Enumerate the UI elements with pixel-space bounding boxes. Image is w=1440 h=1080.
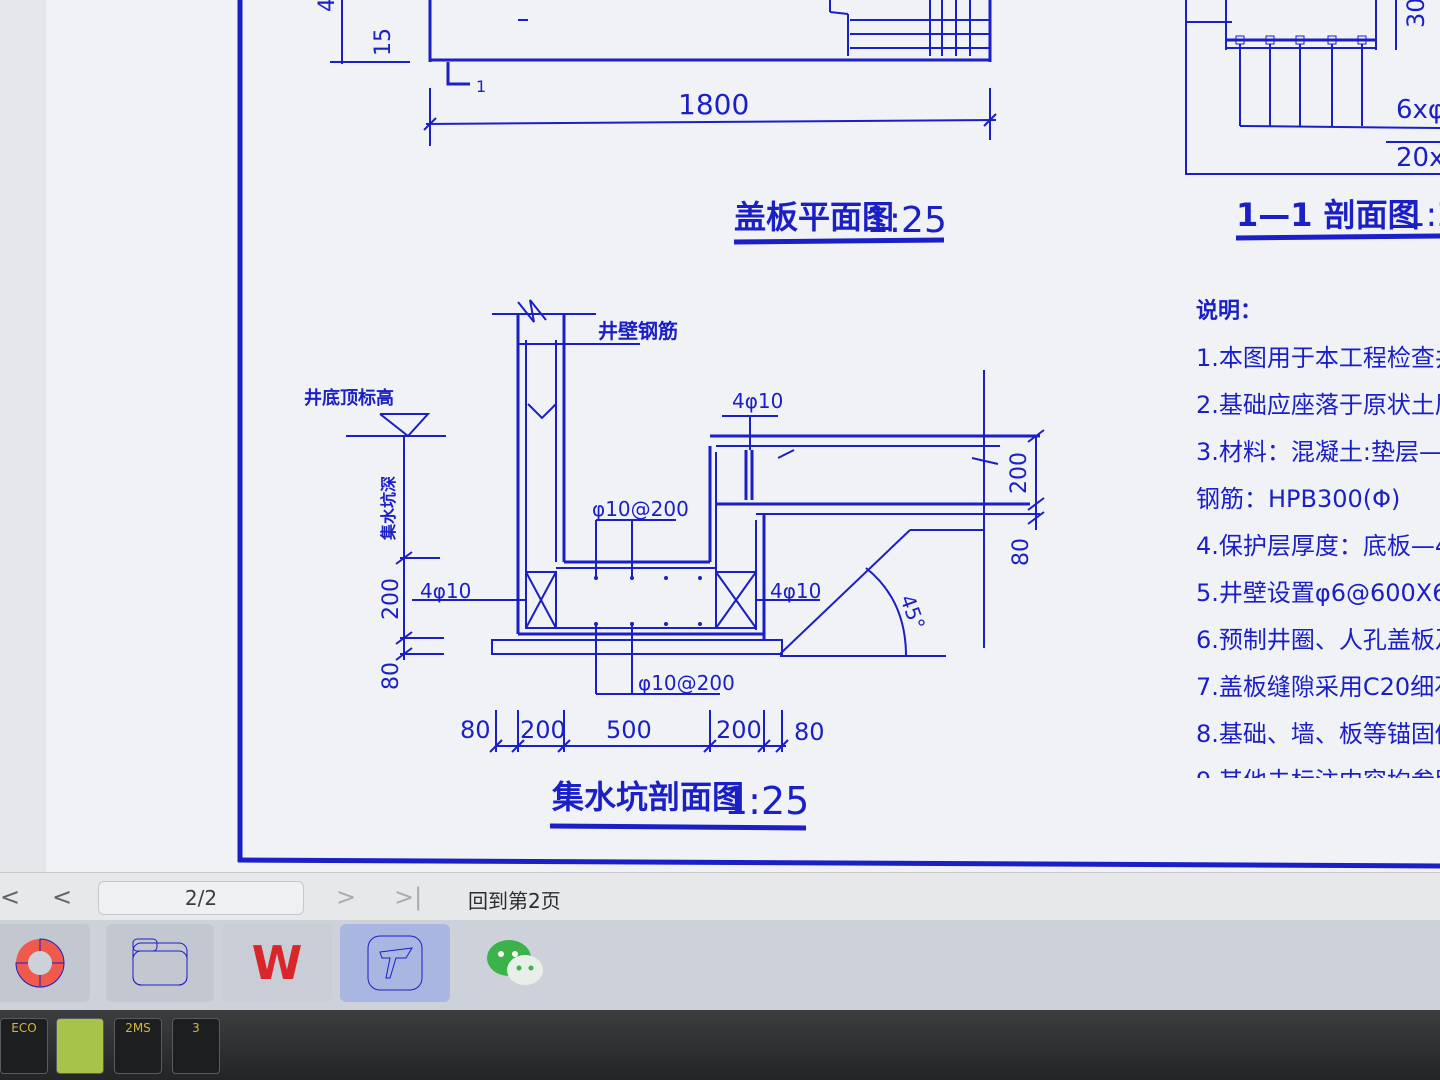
label-right-bars: 4φ10 (770, 579, 821, 603)
battery-sticker (56, 1018, 104, 1074)
dim-bottom-4: 80 (794, 718, 825, 746)
sticker-text: 2MS (125, 1021, 151, 1035)
monitor-bezel: ECO 2MS 3 (0, 1010, 1440, 1080)
first-page-button[interactable]: < (0, 883, 21, 911)
ms-sticker: 2MS (114, 1018, 162, 1074)
drawing-page: 1 4 15 1800 盖板平面图 1:25 (46, 0, 1440, 872)
note-item: 9.其他未标注内容均参照02 (1196, 758, 1440, 778)
section-1-1-scale: 1:2 (1404, 195, 1440, 235)
page-number-input[interactable]: 2/2 (98, 881, 304, 915)
warranty-sticker: 3 (172, 1018, 220, 1074)
dim-left-200: 200 (379, 578, 404, 620)
note-item: 6.预制井圈、人孔盖板及爬 (1196, 626, 1440, 654)
label-left-bars: 4φ10 (420, 579, 471, 603)
dim-1-1-a: 30 (1402, 0, 1430, 28)
sticker-text: 3 (192, 1021, 200, 1035)
label-wall-rebar: 井壁钢筋 (598, 319, 678, 343)
note-item: 钢筋：HPB300(Φ) (1196, 485, 1401, 513)
dim-1-1-b: 6xφ (1396, 95, 1440, 125)
sticker-text: ECO (11, 1021, 37, 1035)
prev-page-button[interactable]: < (52, 883, 73, 911)
dim-left-80: 80 (379, 662, 404, 690)
eco-sticker: ECO (0, 1018, 48, 1074)
dim-top-small-a: 4 (315, 0, 340, 12)
dim-bottom-3: 200 (716, 716, 762, 744)
note-item: 8.基础、墙、板等锚固做法 (1196, 720, 1440, 748)
screen: 1 4 15 1800 盖板平面图 1:25 (0, 0, 1440, 1010)
last-page-button[interactable]: >| (394, 883, 423, 911)
label-lower-mesh: φ10@200 (638, 671, 735, 695)
dim-right-200: 200 (1007, 452, 1032, 494)
sump-section-scale: 1:25 (724, 779, 809, 823)
wps-office-icon[interactable]: W (222, 924, 332, 1002)
engineering-drawing: 1 4 15 1800 盖板平面图 1:25 (237, 0, 1440, 869)
back-to-page-link[interactable]: 回到第2页 (468, 889, 561, 913)
design-notes: 说明： 1.本图用于本工程检查井,井 2.基础应座落于原状土层上, 3.材料：混… (1196, 288, 1440, 778)
label-sump-depth: 集水坑深 (379, 476, 398, 541)
next-page-button[interactable]: > (336, 883, 357, 911)
note-item: 2.基础应座落于原状土层上, (1196, 391, 1440, 419)
pdf-viewer: 1 4 15 1800 盖板平面图 1:25 (46, 0, 1440, 872)
cover-plan-title: 盖板平面图 (734, 198, 894, 236)
page-navigation-bar: < < 2/2 > >| 回到第2页 (0, 872, 1440, 921)
dim-top-small-b: 15 (371, 28, 396, 56)
label-bottom-elevation: 井底顶标高 (304, 387, 394, 409)
note-item: 1.本图用于本工程检查井,井 (1196, 344, 1440, 372)
label-angle: 45° (895, 592, 930, 634)
note-item: 7.盖板缝隙采用C20细石混 (1196, 673, 1440, 701)
dim-bottom-1: 200 (520, 716, 566, 744)
sump-section-title: 集水坑剖面图 (551, 778, 744, 816)
label-top-bars: 4φ10 (732, 389, 783, 413)
section-1-1-title: 1—1 剖面图 (1236, 196, 1420, 234)
dingtalk-icon[interactable] (340, 924, 450, 1002)
dim-right-80: 80 (1009, 538, 1034, 566)
note-item: 4.保护层厚度：底板—40m (1196, 532, 1440, 560)
dim-1-1-c: 20x (1396, 143, 1440, 173)
taskbar: W (0, 920, 1440, 1010)
dim-bottom-2: 500 (606, 716, 652, 744)
notes-title: 说明： (1196, 299, 1263, 324)
label-upper-mesh: φ10@200 (592, 497, 689, 521)
browser-icon[interactable] (0, 924, 90, 1002)
dim-1800: 1800 (678, 88, 749, 121)
note-item: 5.井壁设置φ6@600X600 (1196, 579, 1440, 607)
section-mark-label: 1 (476, 77, 486, 96)
wps-glyph: W (251, 936, 303, 990)
files-icon[interactable] (106, 924, 214, 1002)
note-item: 3.材料：混凝土:垫层—C20 (1196, 438, 1440, 466)
cover-plan-scale: 1:25 (866, 200, 947, 241)
wechat-icon[interactable] (470, 924, 560, 1002)
dim-bottom-0: 80 (460, 716, 491, 744)
